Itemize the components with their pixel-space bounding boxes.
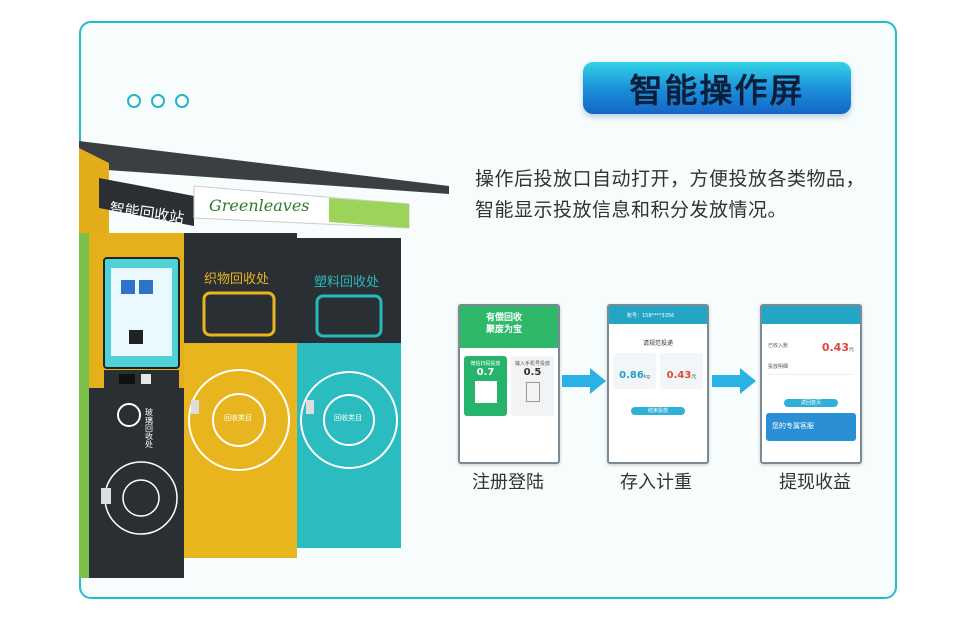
recycling-kiosk-illustration: 智能回收站 Greenleaves 玻璃回收处 织物回收处 回收类目 塑料回收处… [79, 141, 449, 578]
return-home-button[interactable]: 返回首页 [784, 399, 838, 407]
deposit-title: 请规范投递 [642, 340, 673, 347]
step-caption: 提现收益 [779, 472, 851, 493]
card-value: 0.5 [523, 367, 542, 378]
income-value: 0.43 [821, 341, 849, 354]
customer-service-card[interactable]: 您的专属客服 [766, 413, 856, 441]
phone-step-withdraw: 已收入账 0.43元 投放明细 返回首页 您的专属客服 [760, 304, 862, 464]
arrow-right-icon [712, 368, 756, 394]
end-deposit-button[interactable]: 结束投放 [631, 407, 685, 415]
weight-value: 0.86 [619, 370, 644, 381]
amount-value: 0.43 [666, 370, 692, 381]
glass-door-label: 玻璃回收处 [145, 407, 154, 449]
step-caption: 注册登陆 [472, 472, 544, 493]
dot-icon [127, 94, 141, 108]
promo-line1: 有偿回收 [486, 313, 523, 323]
dot-icon [151, 94, 165, 108]
phone-step-register: 有偿回收 聚废为宝 微信扫码投放 0.7 输入手机号投放 0.5 [458, 304, 560, 464]
plastic-door-label: 塑料回收处 [314, 275, 379, 290]
kiosk-roof [79, 141, 449, 194]
income-unit: 元 [848, 347, 854, 353]
promo-line2: 聚废为宝 [486, 325, 523, 335]
phone-input-card[interactable]: 输入手机号投放 0.5 [511, 356, 554, 416]
phone-icon [525, 382, 540, 402]
banner-text: Greenleaves [209, 196, 310, 215]
weight-unit: kg [643, 374, 650, 380]
card-label: 微信扫码投放 [470, 361, 501, 367]
textile-door-label: 织物回收处 [204, 272, 269, 287]
wechat-scan-card[interactable]: 微信扫码投放 0.7 [464, 356, 507, 416]
amount-unit: 元 [691, 374, 697, 380]
description-text: 操作后投放口自动打开，方便投放各类物品， 智能显示投放信息和积分发放情况。 [475, 168, 866, 221]
qr-code-icon [474, 381, 497, 403]
glass-door [89, 388, 184, 578]
card-label: 输入手机号投放 [514, 361, 550, 367]
income-label: 已收入账 [768, 343, 789, 349]
card-value: 0.7 [476, 367, 495, 378]
dot-icon [175, 94, 189, 108]
window-dots [127, 94, 189, 108]
app-header [762, 306, 860, 324]
page-title: 智能操作屏 [583, 62, 851, 114]
arrow-right-icon [562, 368, 606, 394]
step-caption: 存入计重 [620, 472, 692, 493]
category-label-teal: 回收类目 [334, 413, 362, 422]
category-label-yellow: 回收类目 [224, 413, 252, 422]
textile-door [184, 343, 297, 558]
detail-title: 投放明细 [768, 364, 789, 370]
account-header: 账号：158****3356 [609, 306, 707, 324]
phone-step-weigh: 账号：158****3356 请规范投递 0.86kg 0.43元 结束投放 [607, 304, 709, 464]
